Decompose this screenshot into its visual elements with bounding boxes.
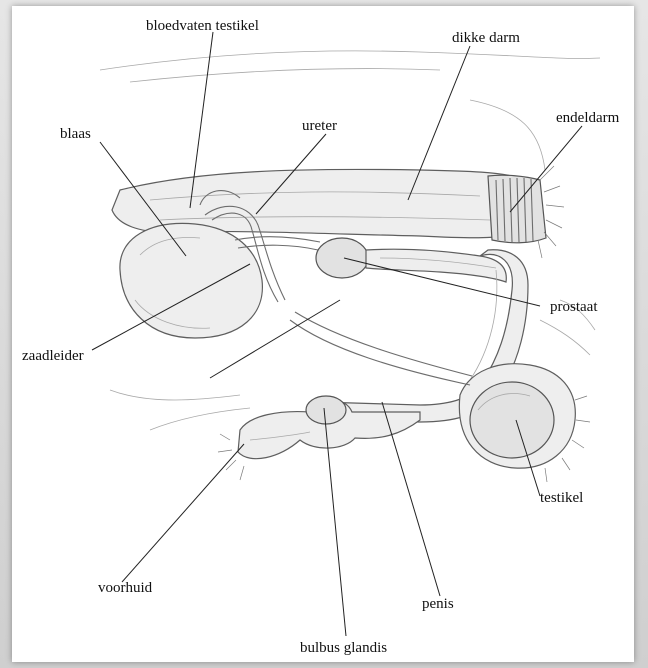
leader-penis <box>382 402 440 596</box>
prostate <box>316 238 506 282</box>
leader-voorhuid <box>122 444 244 582</box>
label-bulbus-glandis: bulbus glandis <box>300 640 387 656</box>
label-bloedvaten-testikel: bloedvaten testikel <box>146 18 259 34</box>
label-prostaat: prostaat <box>550 299 598 315</box>
labels: bloedvaten testikel dikke darm blaas ure… <box>22 18 620 656</box>
label-endeldarm: endeldarm <box>556 110 620 126</box>
label-ureter: ureter <box>302 118 337 134</box>
bladder <box>120 223 262 338</box>
testicle <box>459 364 590 482</box>
label-penis: penis <box>422 596 454 612</box>
spermatic-cord <box>290 312 472 385</box>
label-blaas: blaas <box>60 126 91 142</box>
label-testikel: testikel <box>540 490 583 506</box>
rectum <box>488 166 564 258</box>
label-voorhuid: voorhuid <box>98 580 153 596</box>
label-zaadleider: zaadleider <box>22 348 84 364</box>
label-dikke-darm: dikke darm <box>452 30 520 46</box>
leader-endeldarm <box>510 126 582 212</box>
